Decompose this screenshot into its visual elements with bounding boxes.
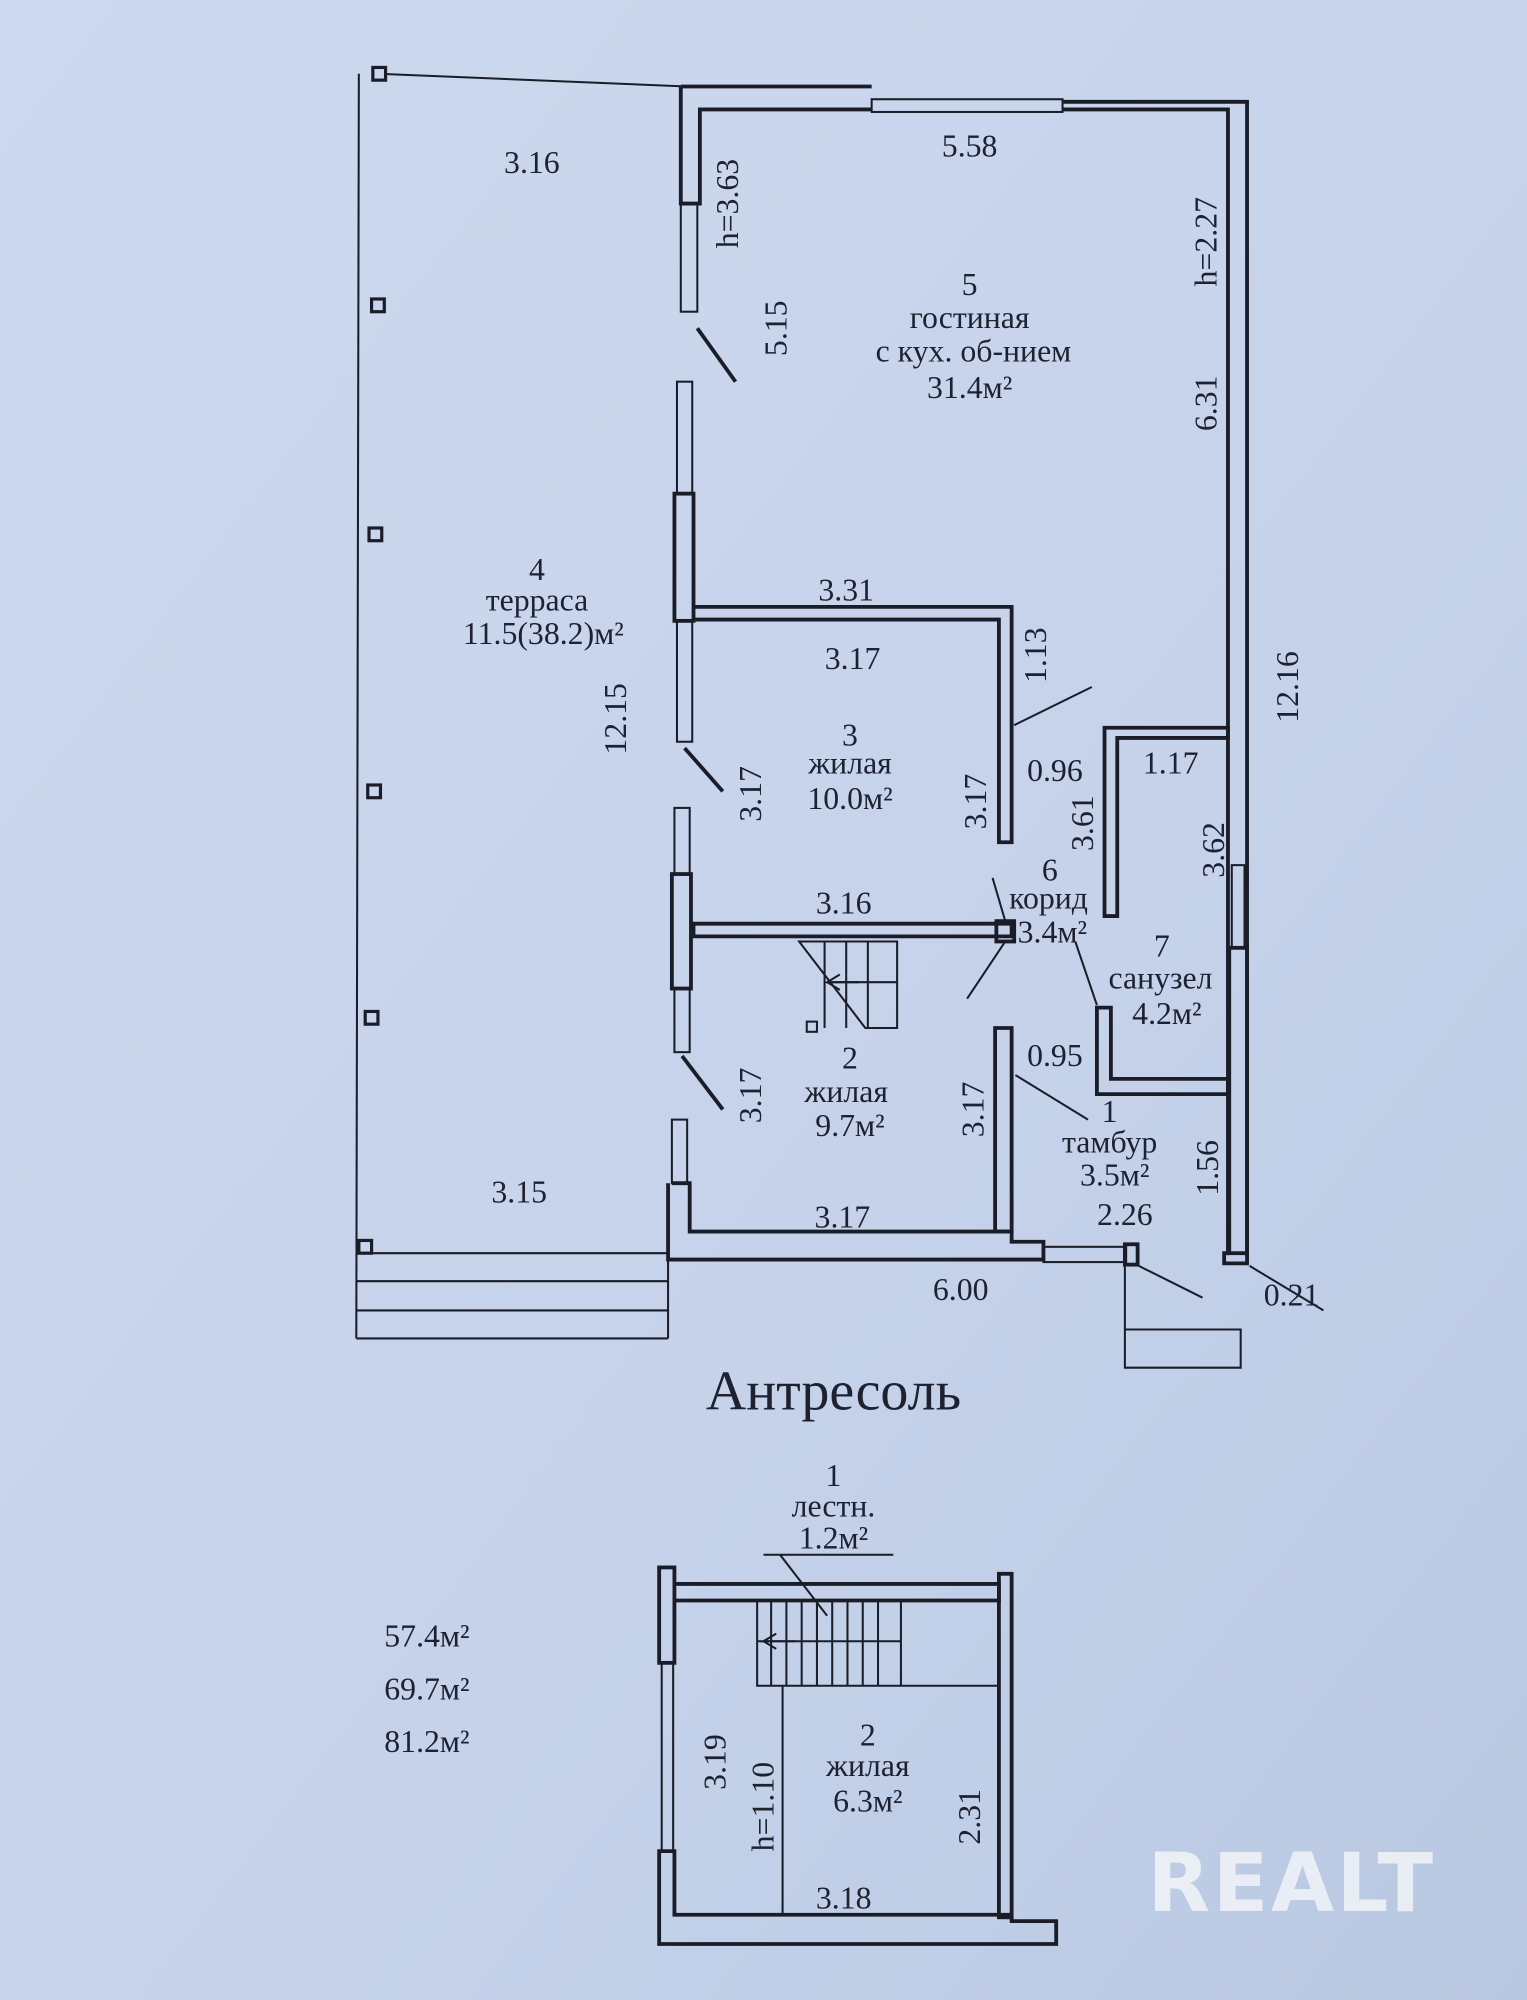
room-name: тамбур (1062, 1125, 1157, 1160)
mezzanine-walls (657, 1553, 1059, 1946)
dimension-label: 3.17 (733, 1068, 768, 1124)
room-subtitle: с кух. об-нием (876, 333, 1072, 368)
room-number: 7 (1154, 929, 1170, 964)
area-totals: 57.4м² 69.7м² 81.2м² (384, 1618, 469, 1759)
house-walls (666, 84, 1324, 1369)
dimension-label: 0.96 (1027, 753, 1083, 788)
room-3: 3 жилая 10.0м² (807, 718, 892, 817)
room-number: 6 (1042, 852, 1058, 887)
dimension-label: 3.31 (818, 573, 874, 608)
room-area: 9.7м² (815, 1108, 884, 1143)
dimension-label: 3.16 (504, 145, 560, 180)
total-area: 57.4м² (384, 1618, 469, 1653)
dimension-label: 1.13 (1018, 627, 1053, 683)
dimension-label: 3.17 (733, 766, 768, 822)
dimension-label: 3.15 (491, 1174, 547, 1209)
dimension-label: 3.17 (815, 1200, 871, 1235)
room-name: гостиная (910, 300, 1030, 335)
room-name: жилая (825, 1748, 910, 1783)
dimension-label: 5.15 (758, 300, 793, 356)
room-area: 10.0м² (807, 781, 892, 816)
room-name: жилая (803, 1074, 888, 1109)
dimension-label: h=2.27 (1189, 197, 1224, 286)
dimension-label: h=1.10 (746, 1762, 781, 1851)
room-number: 2 (860, 1718, 876, 1753)
room-area: 3.4м² (1018, 915, 1087, 950)
dimension-label: 3.19 (697, 1734, 732, 1790)
dimension-label: 0.21 (1264, 1277, 1320, 1312)
dimension-label: 12.15 (598, 683, 633, 755)
dimension-label: 1.17 (1143, 746, 1199, 781)
room-name: санузел (1108, 961, 1212, 996)
room-number: 1 (1102, 1094, 1118, 1129)
room-number: 3 (842, 718, 858, 753)
dimension-label: 2.26 (1097, 1197, 1153, 1232)
dimension-label: 1.56 (1190, 1140, 1225, 1196)
terrace-outline (355, 65, 688, 1340)
room-name: терраса (486, 583, 589, 618)
room-corridor: 6 корид 3.4м² (1009, 852, 1088, 949)
room-2: 2 жилая 9.7м² (803, 1041, 888, 1143)
mezzanine-room: 2 жилая 6.3м² 3.19 h=1.10 2.31 3.18 (697, 1718, 987, 1916)
room-area: 6.3м² (833, 1784, 902, 1819)
room-living: 5 гостиная с кух. об-нием 31.4м² (876, 267, 1072, 405)
room-number: 2 (842, 1041, 858, 1076)
dimension-label: 3.16 (816, 885, 872, 920)
dimension-label: 3.17 (956, 1082, 991, 1138)
dimension-label: 3.62 (1196, 822, 1231, 878)
room-area: 3.5м² (1080, 1158, 1149, 1193)
room-name: лестн. (792, 1489, 876, 1524)
room-number: 1 (826, 1458, 842, 1493)
dimension-label: 6.00 (933, 1272, 989, 1307)
dimension-label: 3.17 (958, 774, 993, 830)
room-bathroom: 7 санузел 4.2м² (1108, 929, 1212, 1031)
dimensions: 3.16 5.58 h=3.63 h=2.27 5.15 6.31 3.31 3… (491, 128, 1319, 1312)
room-name: корид (1009, 880, 1088, 915)
room-area: 11.5(38.2)м² (463, 616, 624, 651)
dimension-label: 3.18 (816, 1880, 872, 1915)
room-number: 4 (529, 552, 545, 587)
dimension-label: 5.58 (942, 128, 998, 163)
dimension-label: 6.31 (1189, 375, 1224, 431)
mezzanine-title: Антресоль (706, 1361, 961, 1423)
room-area: 4.2м² (1132, 996, 1201, 1031)
room-vestibule: 1 тамбур 3.5м² (1062, 1094, 1157, 1193)
dimension-label: h=3.63 (710, 159, 745, 248)
room-area: 1.2м² (799, 1520, 868, 1555)
dimension-label: 3.61 (1065, 795, 1100, 851)
mezzanine-stair: 1 лестн. 1.2м² (792, 1458, 876, 1555)
room-terrace: 4 терраса 11.5(38.2)м² (463, 552, 624, 651)
room-area: 31.4м² (927, 370, 1012, 405)
realt-watermark-logo: REALT (1148, 1836, 1436, 1931)
dimension-label: 2.31 (952, 1789, 987, 1845)
dimension-label: 0.95 (1027, 1038, 1083, 1073)
total-area: 81.2м² (384, 1724, 469, 1759)
total-area: 69.7м² (384, 1672, 469, 1707)
room-number: 5 (962, 267, 978, 302)
dimension-label: 12.16 (1270, 651, 1305, 723)
dimension-label: 3.17 (825, 641, 881, 676)
room-name: жилая (807, 746, 892, 781)
